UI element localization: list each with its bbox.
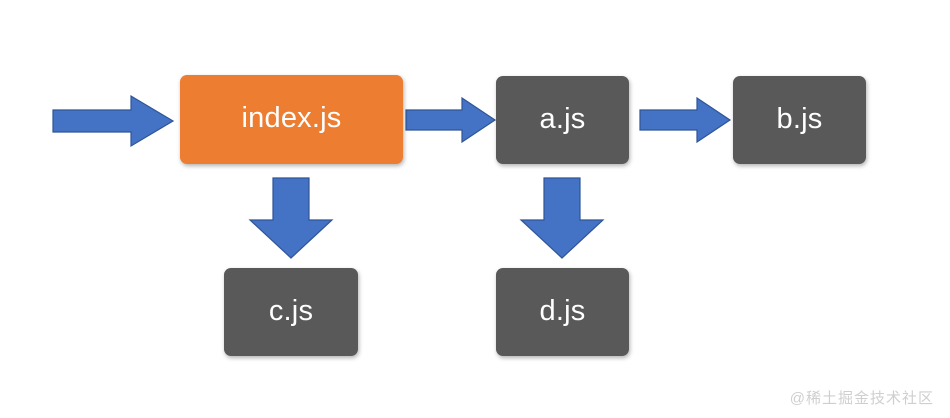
node-a-js[interactable]: a.js	[496, 76, 629, 164]
node-label-b-js: b.js	[776, 102, 823, 135]
node-index-js[interactable]: index.js	[180, 75, 403, 164]
arrow-a-to-d	[519, 177, 605, 259]
node-c-js[interactable]: c.js	[224, 268, 358, 356]
arrow-index-to-c	[248, 177, 334, 259]
node-label-a-js: a.js	[539, 102, 586, 135]
node-label-index-js: index.js	[241, 102, 342, 134]
arrow-entry-to-index	[52, 94, 175, 148]
arrow-index-to-a	[405, 96, 497, 144]
watermark: @稀土掘金技术社区	[789, 390, 934, 407]
arrow-a-to-b	[639, 96, 732, 144]
node-label-d-js: d.js	[539, 294, 586, 327]
node-b-js[interactable]: b.js	[733, 76, 866, 164]
node-d-js[interactable]: d.js	[496, 268, 629, 356]
node-label-c-js: c.js	[268, 294, 314, 327]
